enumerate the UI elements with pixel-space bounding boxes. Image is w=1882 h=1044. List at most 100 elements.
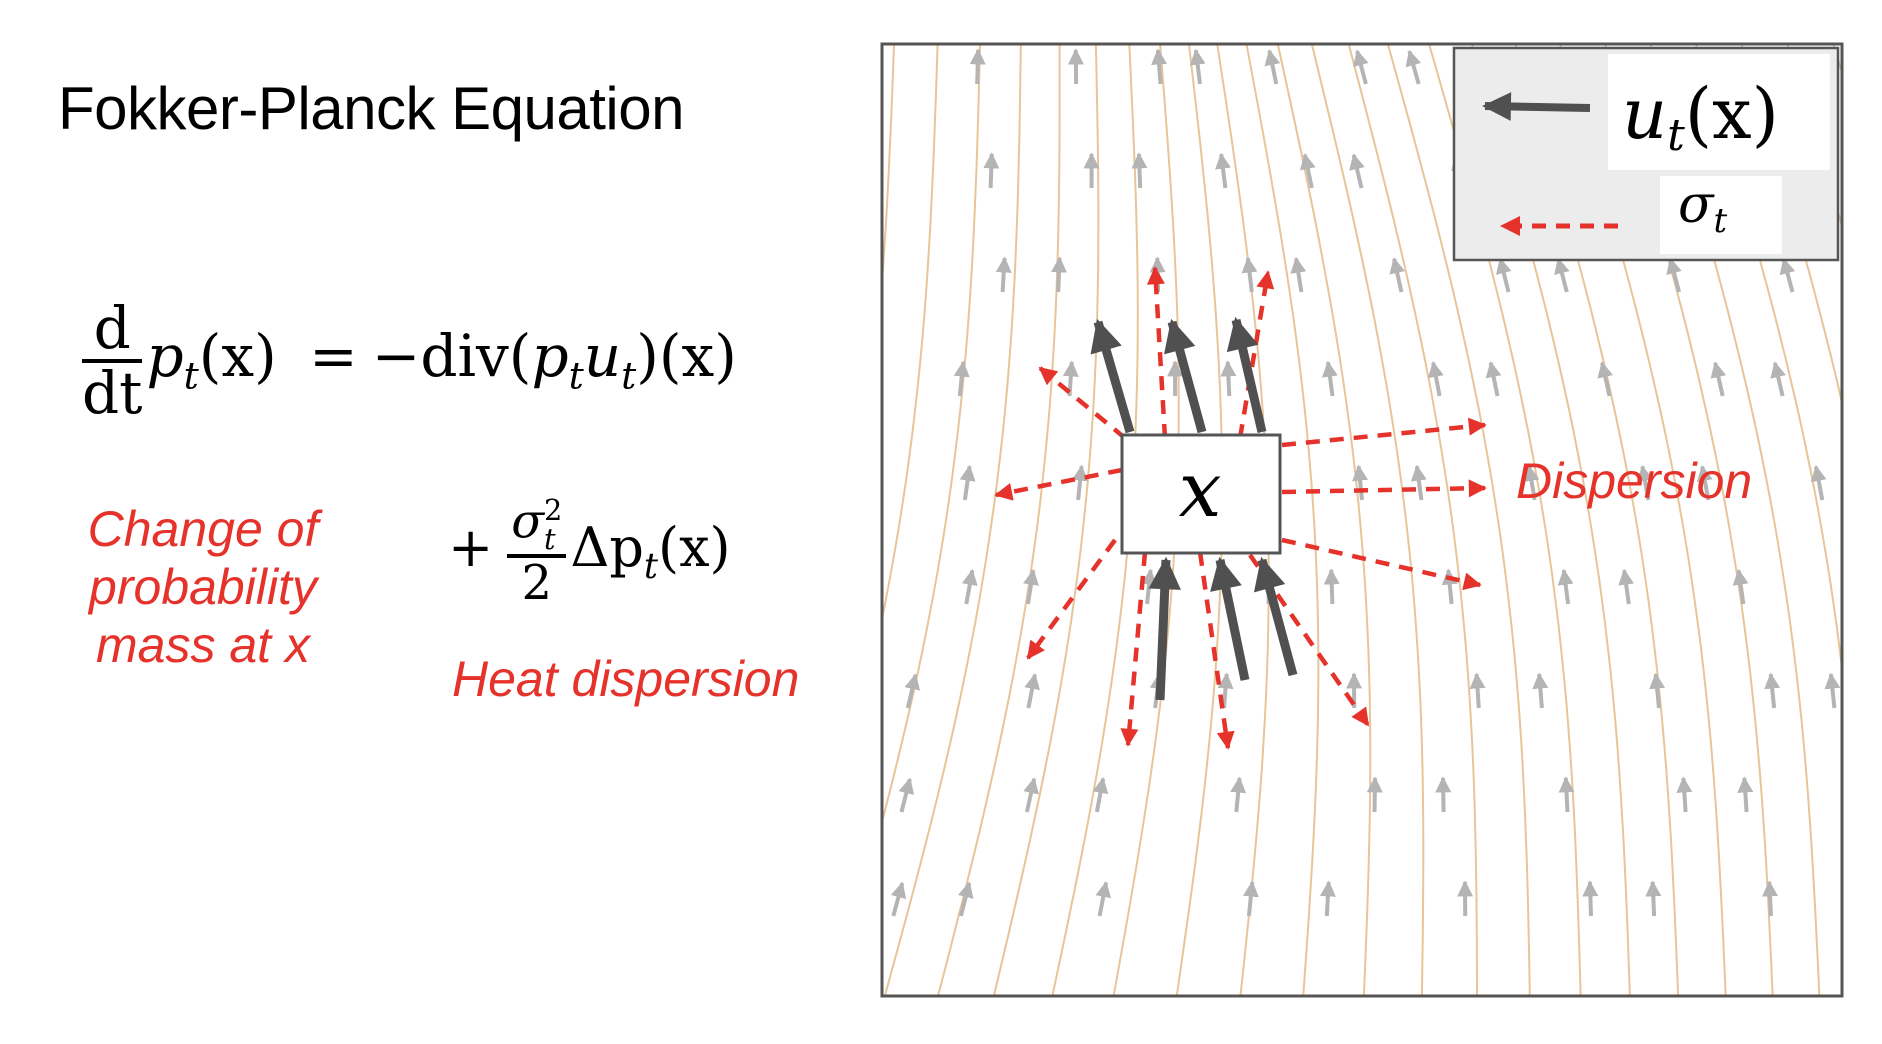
field-arrow bbox=[953, 360, 970, 397]
streamline bbox=[1347, 44, 1479, 996]
field-arrow bbox=[1349, 153, 1365, 189]
noise-arrow-up-1 bbox=[1146, 266, 1168, 439]
streamline bbox=[1873, 24, 1882, 1008]
field-arrow bbox=[1645, 880, 1662, 917]
field-arrow bbox=[1072, 464, 1089, 501]
legend-noise-text: σt bbox=[1678, 175, 1728, 241]
fokker-planck-lhs-rhs: d dt pt(x) =−div(ptut)(x) bbox=[78, 298, 737, 424]
time-derivative-fraction: d dt bbox=[82, 298, 143, 424]
field-arrow bbox=[1217, 672, 1234, 709]
field-arrow bbox=[1649, 672, 1666, 709]
noise-arrow-down-1 bbox=[1120, 551, 1148, 747]
field-arrow bbox=[1853, 570, 1858, 604]
streamline bbox=[1245, 44, 1320, 996]
field-arrow bbox=[1435, 776, 1452, 813]
noise-arrow-right-2 bbox=[1281, 479, 1487, 498]
change-label-line-3: mass at x bbox=[96, 617, 310, 673]
field-arrow bbox=[1696, 465, 1713, 501]
field-arrow bbox=[1710, 361, 1727, 397]
field-arrow bbox=[1764, 672, 1781, 709]
streamline bbox=[882, 44, 939, 625]
equals-sign: = bbox=[309, 321, 358, 390]
field-arrow bbox=[957, 881, 974, 917]
streamline bbox=[1310, 44, 1425, 996]
sigma-superscript: 2 bbox=[544, 493, 563, 527]
field-arrow bbox=[1770, 361, 1786, 397]
page-title: Fokker-Planck Equation bbox=[58, 75, 684, 142]
field-layer bbox=[637, 24, 1882, 1008]
flux-close: )(x) bbox=[636, 321, 737, 390]
field-arrow bbox=[1353, 49, 1369, 85]
field-arrow bbox=[983, 152, 1000, 189]
legend-drift-arrow bbox=[1482, 92, 1591, 121]
field-arrow bbox=[1428, 361, 1444, 397]
derivative-denominator: dt bbox=[82, 362, 142, 424]
drift-arrow-bottom-2 bbox=[1210, 556, 1250, 681]
field-arrow bbox=[1151, 48, 1168, 85]
drift-arrow-bottom-1 bbox=[1148, 556, 1181, 701]
field-arrow bbox=[1024, 673, 1041, 709]
field-arrow bbox=[1023, 777, 1039, 813]
noise-arrow-right-3 bbox=[1281, 537, 1482, 591]
streamline bbox=[882, 44, 896, 296]
laplacian-argument: (x) bbox=[658, 516, 731, 579]
field-arrow bbox=[1582, 880, 1599, 917]
heat-dispersion-label: Heat dispersion bbox=[452, 651, 800, 707]
drift-arrow-top-1 bbox=[1090, 318, 1135, 434]
field-arrow bbox=[904, 673, 921, 709]
density-subscript: t bbox=[183, 353, 199, 398]
drift-arrow-bottom-3 bbox=[1253, 556, 1298, 677]
legend-drift-label-bg bbox=[1608, 54, 1830, 170]
field-arrow bbox=[1618, 568, 1635, 605]
plus-sign: + bbox=[448, 516, 494, 579]
legend-noise-subscript: t bbox=[1714, 201, 1728, 241]
field-arrow bbox=[995, 256, 1012, 293]
field-arrow bbox=[1737, 776, 1754, 813]
field-arrow bbox=[1290, 256, 1307, 293]
field-arrow bbox=[1299, 153, 1316, 189]
field-arrow bbox=[1264, 49, 1281, 85]
sigma-symbol: σ bbox=[511, 493, 545, 550]
sigma-denominator: 2 bbox=[521, 554, 553, 611]
density-argument: (x) bbox=[198, 321, 277, 390]
field-arrow bbox=[1496, 257, 1512, 293]
streamline bbox=[684, 24, 850, 1008]
field-arrow bbox=[1242, 880, 1259, 917]
noise-arrow-downleft bbox=[1026, 538, 1117, 660]
change-label-line-2: probability bbox=[89, 559, 317, 615]
field-arrow bbox=[1319, 880, 1336, 917]
legend-noise-symbol: σ bbox=[1678, 175, 1715, 235]
field-arrow bbox=[1389, 257, 1406, 293]
streamline bbox=[637, 24, 806, 1008]
field-arrow bbox=[1824, 672, 1841, 709]
field-arrow bbox=[1676, 776, 1693, 813]
field-arrow bbox=[898, 777, 915, 813]
noise-arrow-down-2 bbox=[1197, 551, 1235, 750]
field-arrow bbox=[1410, 464, 1427, 501]
flux-density-symbol: p bbox=[531, 321, 569, 390]
legend-drift-argument: (x) bbox=[1685, 73, 1779, 155]
field-arrow bbox=[1532, 672, 1549, 709]
field-arrow bbox=[1095, 881, 1112, 917]
legend: ut(x) σt bbox=[1452, 46, 1840, 262]
streamline bbox=[936, 44, 1061, 996]
field-arrows bbox=[890, 48, 1858, 917]
field-arrow bbox=[1554, 257, 1570, 293]
field-arrow bbox=[969, 48, 986, 85]
velocity-symbol: u bbox=[583, 321, 622, 390]
laplacian-operator: Δp bbox=[570, 516, 644, 579]
density-symbol: p bbox=[146, 321, 184, 390]
dispersion-label: Dispersion bbox=[1516, 453, 1753, 509]
derivative-numerator: d bbox=[82, 298, 143, 363]
noise-arrows bbox=[994, 266, 1487, 750]
field-arrow bbox=[1092, 777, 1109, 813]
legend-drift-text: ut(x) bbox=[1622, 73, 1779, 161]
field-arrow bbox=[1469, 672, 1486, 709]
field-arrow bbox=[1732, 568, 1749, 605]
legend-drift-subscript: t bbox=[1667, 110, 1685, 161]
field-arrow bbox=[1241, 256, 1258, 293]
field-arrow bbox=[1810, 465, 1827, 501]
